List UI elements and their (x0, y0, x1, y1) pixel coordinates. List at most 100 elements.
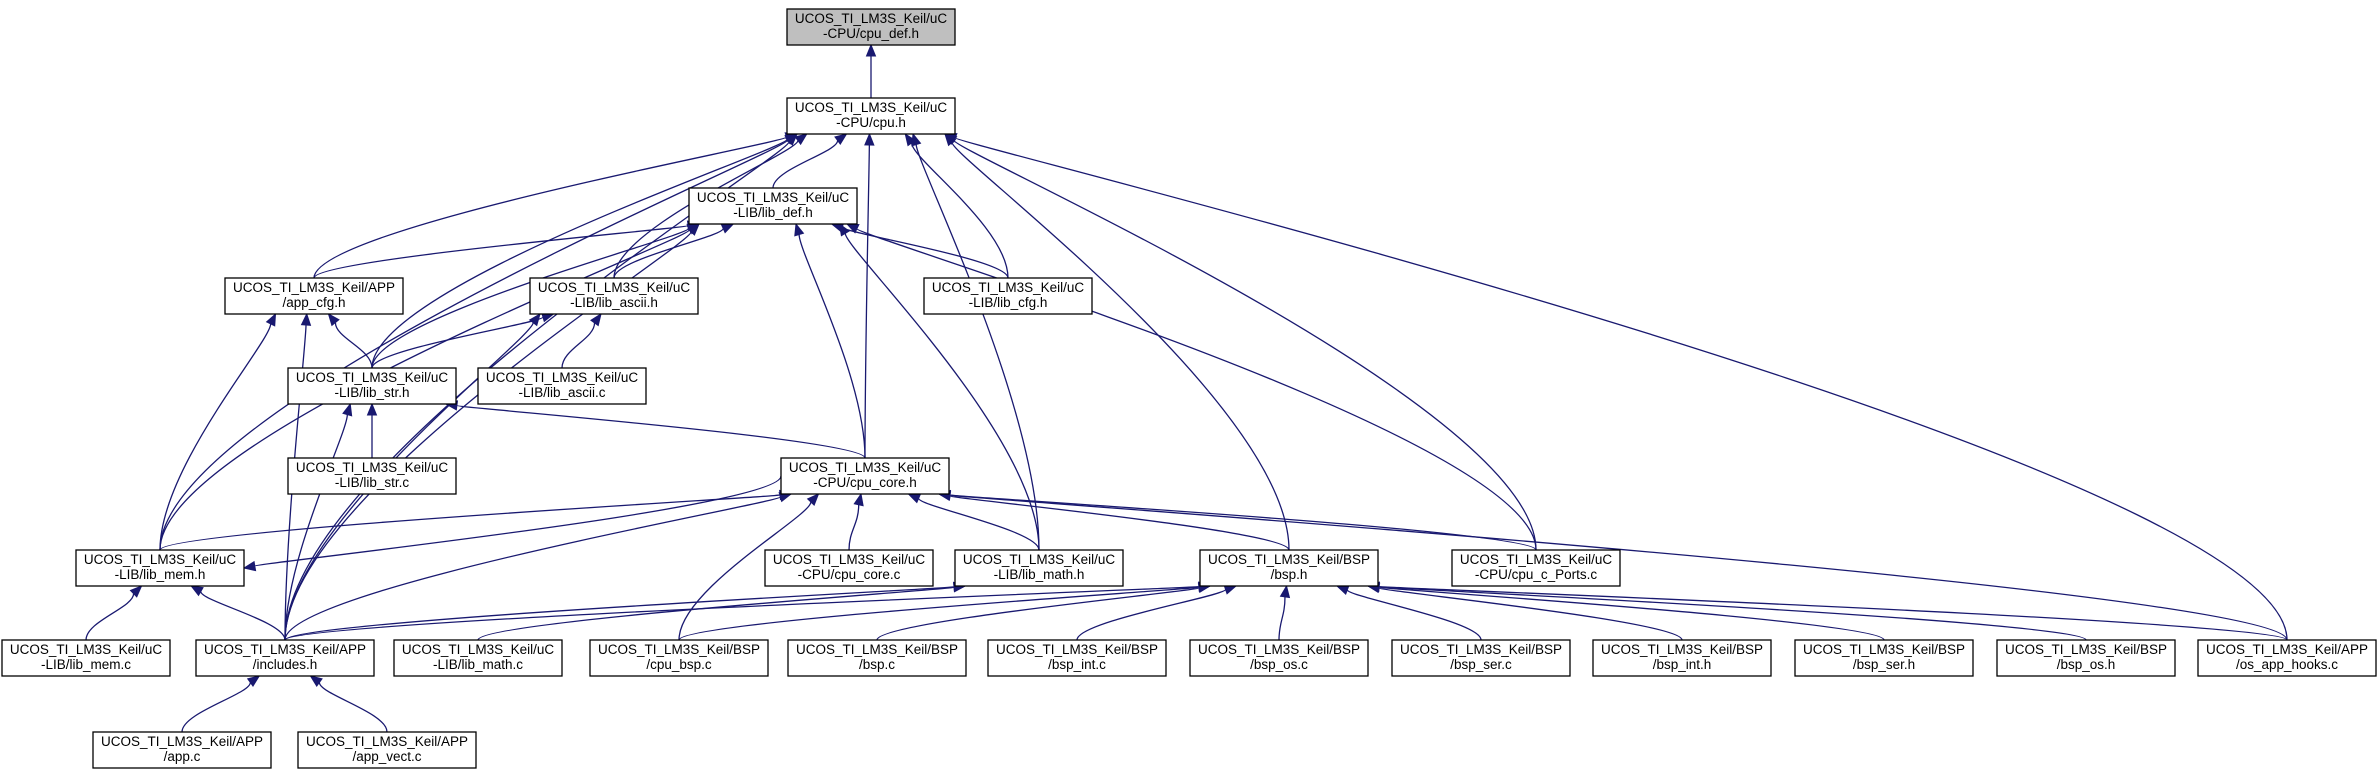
edge-line (313, 224, 689, 279)
node-bsp-int-c[interactable]: UCOS_TI_LM3S_Keil/BSP/bsp_int.c (987, 639, 1167, 677)
edge-cpu_bsp_c-to-bsp_h (678, 581, 1212, 641)
node-lib-math-h[interactable]: UCOS_TI_LM3S_Keil/uC-LIB/lib_math.h (954, 549, 1124, 587)
edge-lib_mem_h-to-cpu_core_h (159, 489, 793, 551)
node-label-line1: UCOS_TI_LM3S_Keil/uC (84, 552, 237, 567)
edge-lib_ascii_c-to-lib_ascii_h (561, 312, 602, 369)
edge-includes_h-to-lib_ascii_h (284, 312, 541, 641)
node-bsp-os-h[interactable]: UCOS_TI_LM3S_Keil/BSP/bsp_os.h (1996, 639, 2176, 677)
edge-lib_str_c-to-lib_str_h (366, 402, 378, 458)
edge-os_app_hooks-to-bsp_h (1366, 581, 2288, 641)
edge-bsp_h-to-cpu_h (944, 132, 1290, 551)
edge-bsp_os_c-to-bsp_h (1278, 584, 1291, 641)
node-lib-math-c[interactable]: UCOS_TI_LM3S_Keil/uC-LIB/lib_math.c (393, 639, 563, 677)
edge-arrowhead (911, 132, 922, 147)
edge-cpu_core_c-to-cpu_core_h (848, 492, 864, 551)
node-label-line1: UCOS_TI_LM3S_Keil/APP (204, 642, 366, 657)
node-box (75, 549, 245, 587)
node-lib-ascii-c[interactable]: UCOS_TI_LM3S_Keil/uC-LIB/lib_ascii.c (477, 367, 647, 405)
edge-line (159, 494, 781, 551)
node-label-line2: -LIB/lib_ascii.h (570, 295, 658, 310)
node-label-line1: UCOS_TI_LM3S_Keil/BSP (2005, 642, 2167, 657)
node-label-line1: UCOS_TI_LM3S_Keil/uC (402, 642, 555, 657)
edge-line (284, 141, 790, 641)
node-label-line1: UCOS_TI_LM3S_Keil/BSP (996, 642, 1158, 657)
edge-lib_str_h-to-app_cfg (327, 312, 373, 369)
edge-arrowhead (190, 585, 204, 597)
node-bsp-ser-h[interactable]: UCOS_TI_LM3S_Keil/BSP/bsp_ser.h (1794, 639, 1974, 677)
node-label-line1: UCOS_TI_LM3S_Keil/BSP (1198, 642, 1360, 657)
node-includes-h[interactable]: UCOS_TI_LM3S_Keil/APP/includes.h (195, 639, 375, 677)
node-label-line1: UCOS_TI_LM3S_Keil/uC (296, 460, 449, 475)
node-cpu-core-c[interactable]: UCOS_TI_LM3S_Keil/uC-CPU/cpu_core.c (764, 549, 934, 587)
node-lib-cfg[interactable]: UCOS_TI_LM3S_Keil/uC-LIB/lib_cfg.h (923, 277, 1093, 315)
node-lib-mem-c[interactable]: UCOS_TI_LM3S_Keil/uC-LIB/lib_mem.c (1, 639, 171, 677)
edge-arrowhead (265, 312, 277, 327)
node-box (287, 367, 457, 405)
edge-arrowhead (590, 312, 602, 327)
node-bsp-h[interactable]: UCOS_TI_LM3S_Keil/BSP/bsp.h (1199, 549, 1379, 587)
edge-arrowhead (834, 133, 848, 146)
node-box (393, 639, 563, 677)
edge-lib_str_h-to-cpu_h (371, 133, 799, 369)
node-app-vect[interactable]: UCOS_TI_LM3S_Keil/APP/app_vect.c (297, 731, 477, 769)
edge-line (678, 501, 812, 641)
node-lib-str-c[interactable]: UCOS_TI_LM3S_Keil/uC-LIB/lib_str.c (287, 457, 457, 495)
edge-cpu_core_h-to-lib_mem_h (242, 475, 782, 572)
edge-line (949, 495, 1290, 551)
node-cpu-c-ports[interactable]: UCOS_TI_LM3S_Keil/uC-CPU/cpu_c_Ports.c (1451, 549, 1621, 587)
edge-line (772, 140, 839, 189)
nodes-layer: UCOS_TI_LM3S_Keil/uC-CPU/cpu_def.hUCOS_T… (1, 8, 2377, 769)
node-label-line2: -LIB/lib_math.c (433, 657, 523, 672)
edge-line (85, 593, 135, 641)
node-lib-ascii-h[interactable]: UCOS_TI_LM3S_Keil/uC-LIB/lib_ascii.h (529, 277, 699, 315)
node-label-line2: -LIB/lib_str.c (335, 475, 410, 490)
node-cpu-def[interactable]: UCOS_TI_LM3S_Keil/uC-CPU/cpu_def.h (786, 8, 956, 46)
node-box (1451, 549, 1621, 587)
edge-arrowhead (720, 223, 735, 234)
node-box (1996, 639, 2176, 677)
edge-line (371, 316, 544, 369)
edge-line (954, 137, 2288, 641)
edge-cpu_core_h-to-lib_def (794, 222, 866, 459)
node-label-line2: -LIB/lib_math.h (994, 567, 1085, 582)
node-label-line2: /includes.h (253, 657, 318, 672)
node-box (1199, 549, 1379, 587)
edge-line (313, 136, 788, 279)
node-label-line2: /bsp_int.c (1048, 657, 1106, 672)
edge-line (848, 504, 860, 551)
node-label-line1: UCOS_TI_LM3S_Keil/uC (795, 100, 948, 115)
edge-bsp_h-to-cpu_core_h (937, 490, 1290, 551)
edge-arrowhead (785, 133, 798, 146)
edge-line (678, 586, 1200, 641)
node-box (92, 731, 272, 769)
node-app-cfg[interactable]: UCOS_TI_LM3S_Keil/APP/app_cfg.h (224, 277, 404, 315)
edge-arrowhead (300, 312, 312, 326)
edge-lib_mem_h-to-app_cfg (159, 312, 277, 551)
edge-arrowhead (327, 312, 340, 327)
node-bsp-c[interactable]: UCOS_TI_LM3S_Keil/BSP/bsp.c (787, 639, 967, 677)
node-bsp-int-h[interactable]: UCOS_TI_LM3S_Keil/BSP/bsp_int.h (1592, 639, 1772, 677)
node-app-c[interactable]: UCOS_TI_LM3S_Keil/APP/app.c (92, 731, 272, 769)
node-bsp-ser-c[interactable]: UCOS_TI_LM3S_Keil/BSP/bsp_ser.c (1391, 639, 1571, 677)
node-box (477, 367, 647, 405)
node-lib-def[interactable]: UCOS_TI_LM3S_Keil/uC-LIB/lib_def.h (688, 187, 858, 225)
node-cpu-bsp-c[interactable]: UCOS_TI_LM3S_Keil/BSP/cpu_bsp.c (589, 639, 769, 677)
node-label-line2: -CPU/cpu_c_Ports.c (1475, 567, 1598, 582)
edge-bsp_c-to-bsp_h (876, 582, 1212, 641)
edge-app_cfg-to-lib_def (313, 220, 701, 279)
node-box (764, 549, 934, 587)
node-lib-mem-h[interactable]: UCOS_TI_LM3S_Keil/uC-LIB/lib_mem.h (75, 549, 245, 587)
node-cpu-core-h[interactable]: UCOS_TI_LM3S_Keil/uC-CPU/cpu_core.h (780, 457, 950, 495)
edge-arrowhead (242, 560, 257, 572)
node-os-app-hooks[interactable]: UCOS_TI_LM3S_Keil/APP/os_app_hooks.c (2197, 639, 2377, 677)
node-label-line1: UCOS_TI_LM3S_Keil/uC (538, 280, 691, 295)
edge-line (841, 226, 1009, 279)
edge-arrowhead (342, 402, 353, 417)
node-label-line1: UCOS_TI_LM3S_Keil/BSP (1601, 642, 1763, 657)
edge-line (856, 228, 1537, 551)
node-bsp-os-c[interactable]: UCOS_TI_LM3S_Keil/BSP/bsp_os.c (1189, 639, 1369, 677)
edges-layer (85, 43, 2288, 733)
node-lib-str-h[interactable]: UCOS_TI_LM3S_Keil/uC-LIB/lib_str.h (287, 367, 457, 405)
node-cpu-h[interactable]: UCOS_TI_LM3S_Keil/uC-CPU/cpu.h (786, 97, 956, 135)
